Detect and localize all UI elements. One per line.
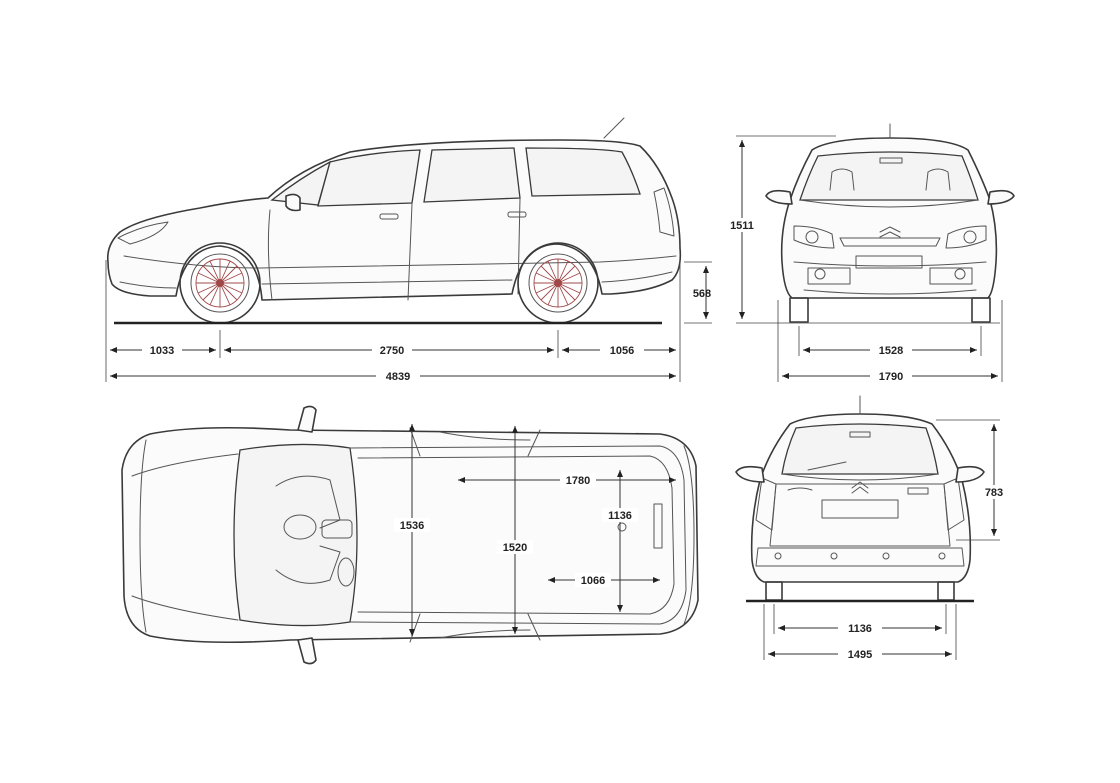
rear-view-dimensions: 783 1136 1495 xyxy=(763,419,1010,661)
top-interior-width-rear-label: 1520 xyxy=(503,542,527,554)
top-interior-width-label: 1536 xyxy=(400,520,424,532)
top-cargo-length-label: 1780 xyxy=(566,475,590,487)
overall-length-label: 4839 xyxy=(386,371,410,383)
front-view-windshield xyxy=(799,151,979,201)
side-view xyxy=(106,117,682,325)
rear-overhang-label: 1056 xyxy=(610,345,634,357)
top-cargo-width-label: 1136 xyxy=(608,510,632,522)
front-track-label: 1528 xyxy=(879,345,903,357)
rear-view xyxy=(735,395,985,603)
top-view xyxy=(121,405,699,665)
top-view-body xyxy=(121,426,699,644)
top-view-windshield xyxy=(233,443,358,627)
top-view-dimensions: 1536 1520 1780 1136 1066 xyxy=(394,424,676,636)
overall-height-label: 1511 xyxy=(730,220,754,232)
rear-view-window xyxy=(781,423,939,475)
wheelbase-label: 2750 xyxy=(380,345,404,357)
side-view-rear-wheel xyxy=(517,242,599,324)
side-view-rear-window xyxy=(423,147,521,203)
side-view-quarter-window xyxy=(525,147,641,197)
rear-opening-width-label: 1136 xyxy=(848,623,872,635)
side-view-front-window xyxy=(317,149,421,207)
rear-overall-width-label: 1495 xyxy=(848,649,872,661)
rear-load-height-label: 783 xyxy=(985,487,1003,499)
top-cargo-floor-label: 1066 xyxy=(581,575,605,587)
side-view-front-wheel xyxy=(179,242,261,324)
front-view-dimensions: 1511 1528 1790 xyxy=(726,135,1003,383)
front-overhang-label: 1033 xyxy=(150,345,174,357)
front-width-label: 1790 xyxy=(879,371,903,383)
ground-clearance-label: 568 xyxy=(693,288,711,300)
side-view-dimensions: 1033 2750 1056 4839 568 xyxy=(105,258,712,383)
front-view xyxy=(765,123,1015,323)
